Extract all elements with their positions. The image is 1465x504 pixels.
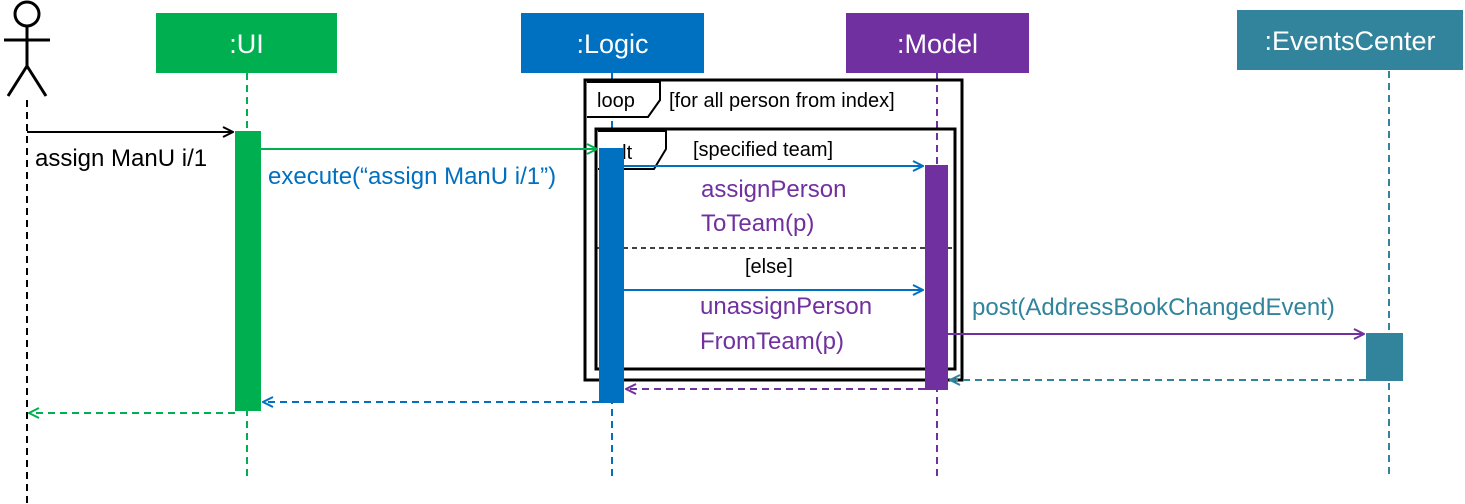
post-event-label: post(AddressBookChangedEvent)	[972, 294, 1335, 321]
participant-logic-label: :Logic	[576, 29, 648, 59]
loop-fragment: loop [for all person from index]	[583, 78, 964, 382]
loop-fragment-tag: loop	[597, 90, 635, 112]
events-activation-bar	[1366, 333, 1403, 381]
alt-guard-specified: [specified team]	[693, 139, 833, 161]
participant-logic: :Logic	[521, 13, 704, 73]
participant-model: :Model	[846, 13, 1029, 73]
participant-model-label: :Model	[897, 29, 978, 59]
loop-fragment-guard: [for all person from index]	[669, 90, 895, 112]
user-command-label: assign ManU i/1	[35, 145, 207, 172]
unassign-person-label-line2: FromTeam(p)	[700, 328, 844, 355]
participant-ui: :UI	[156, 13, 337, 73]
participant-ui-label: :UI	[229, 29, 264, 59]
participant-events-center-label: :EventsCenter	[1264, 26, 1435, 56]
ui-activation-bar	[235, 131, 261, 411]
assign-person-label-line1: assignPerson	[701, 176, 846, 203]
alt-guard-else: [else]	[745, 256, 793, 278]
unassign-person-label-line1: unassignPerson	[700, 293, 872, 320]
alt-fragment: alt [specified team] [else]	[594, 127, 957, 371]
logic-activation-bar	[599, 148, 624, 403]
participant-events-center: :EventsCenter	[1237, 10, 1463, 70]
actor-stick-figure-icon	[4, 0, 50, 97]
assign-person-label-line2: ToTeam(p)	[701, 210, 814, 237]
model-activation-bar	[925, 165, 948, 390]
execute-label: execute(“assign ManU i/1”)	[268, 163, 556, 190]
